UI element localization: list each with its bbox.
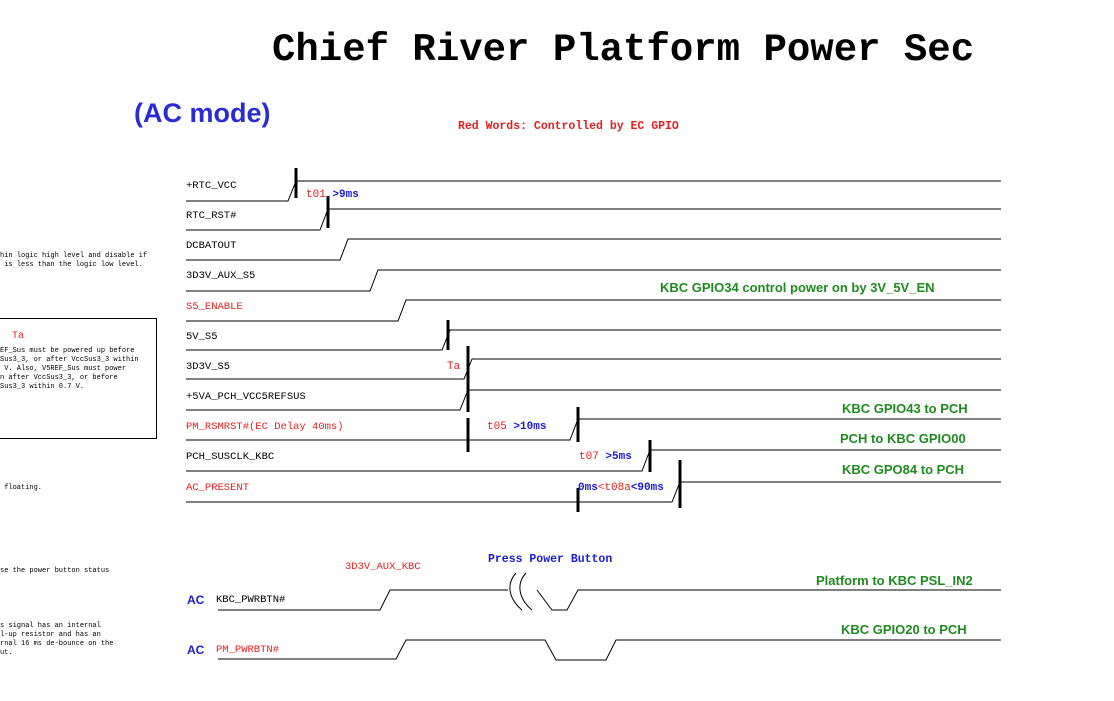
wave-vcc5refsus: [186, 389, 1001, 411]
annotation-gpio00: PCH to KBC GPIO00: [840, 431, 966, 446]
timing-value: >10ms: [513, 421, 547, 433]
wave-kbc-pwrbtn-2: [536, 589, 1001, 611]
mode-label: (AC mode): [134, 98, 271, 128]
wave-pm-pwrbtn: [218, 639, 1001, 661]
signal-label-pm-rsmrst: PM_RSMRST#(EC Delay 40ms): [186, 421, 344, 433]
note-line: se the power button status: [0, 567, 110, 575]
annotation-psl-in2: Platform to KBC PSL_IN2: [816, 573, 973, 588]
note-line: floating.: [0, 484, 43, 492]
timing-name: t01: [306, 189, 326, 201]
wave-dcbatout: [186, 238, 1001, 261]
timing-symbol: <: [597, 482, 605, 494]
signal-label-kbc-pwrbtn: KBC_PWRBTN#: [216, 594, 286, 606]
note-line: Sus3_3 within 0.7 V.: [0, 383, 85, 391]
annotation-gpo84: KBC GPO84 to PCH: [842, 462, 965, 477]
wave-3v3-s5: [186, 358, 1001, 380]
timing-t01: t01 >9ms: [306, 189, 359, 201]
timing-name: t08a: [604, 482, 631, 494]
signal-label-5v-s5: 5V_S5: [186, 331, 218, 343]
note-line: l-up resistor and has an: [0, 631, 101, 639]
note-line: EF_Sus must be powered up before: [0, 347, 135, 355]
timing-t08a: 0ms<t08a<90ms: [578, 482, 664, 494]
timing-value: <90ms: [630, 482, 664, 494]
ac-tag: AC: [187, 643, 205, 657]
timing-t05: t05 >10ms: [487, 421, 546, 433]
page-title: Chief River Platform Power Sec: [272, 28, 975, 72]
timing-name: Ta: [447, 361, 461, 373]
annotation-gpio20: KBC GPIO20 to PCH: [841, 622, 967, 637]
note-line: is less than the logic low level.: [0, 261, 143, 269]
note-box-title: Ta: [12, 331, 25, 342]
timing-t07: t07 >5ms: [579, 451, 632, 463]
signal-label-rtc-vcc: +RTC_VCC: [186, 180, 237, 192]
ac-tag: AC: [187, 593, 205, 607]
wave-rtc-rst: [186, 208, 1001, 231]
signal-label-s5-enable: S5_ENABLE: [186, 301, 243, 313]
signal-label-rtc-rst: RTC_RST#: [186, 210, 237, 222]
wave-5v-s5: [186, 329, 1001, 351]
note-line: V. Also, V5REF_Sus must power: [0, 365, 127, 373]
wave-s5-enable: [186, 299, 1001, 322]
annotation-gpio34: KBC GPIO34 control power on by 3V_5V_EN: [660, 280, 935, 295]
press-power-button-label: Press Power Button: [488, 553, 613, 566]
wave-rtc-vcc: [186, 180, 1001, 202]
signal-label-pm-pwrbtn: PM_PWRBTN#: [216, 644, 280, 656]
wave-pm-rsmrst: [186, 418, 1001, 441]
note-line: n after VccSus3_3, or before: [0, 374, 118, 382]
signal-label-pch-susclk: PCH_SUSCLK_KBC: [186, 451, 275, 463]
timing-name: t05: [487, 421, 507, 433]
signal-label-3v3-s5: 3D3V_S5: [186, 361, 231, 373]
legend-text: Red Words: Controlled by EC GPIO: [458, 120, 679, 133]
timing-value: >5ms: [605, 451, 632, 463]
break-mark: [509, 572, 523, 611]
signal-label-aux-s5: 3D3V_AUX_S5: [186, 270, 256, 282]
wave-kbc-pwrbtn: [218, 589, 508, 611]
note-line: rnal 16 ms de-bounce on the: [0, 640, 114, 648]
annotation-gpio43: KBC GPIO43 to PCH: [842, 401, 968, 416]
timing-value: 0ms: [578, 482, 598, 494]
signal-label-ac-present: AC_PRESENT: [186, 482, 250, 494]
note-box: [0, 318, 157, 439]
break-mark-2: [519, 572, 533, 611]
timing-value: >9ms: [332, 189, 359, 201]
wave-ac-present: [186, 481, 1001, 503]
note-line: Sus3_3, or after VccSus3_3 within: [0, 356, 139, 364]
timing-ta: Ta: [447, 361, 460, 373]
signal-label-aux-kbc: 3D3V_AUX_KBC: [345, 561, 421, 573]
note-line: ut.: [0, 649, 13, 657]
timing-name: t07: [579, 451, 599, 463]
wave-pch-susclk: [186, 449, 1001, 472]
signal-label-vcc5refsus: +5VA_PCH_VCC5REFSUS: [186, 391, 306, 403]
note-line: s signal has an internal: [0, 622, 101, 630]
signal-label-dcbatout: DCBATOUT: [186, 240, 237, 252]
note-line: hin logic high level and disable if: [0, 252, 148, 260]
wave-aux-s5: [186, 269, 1001, 292]
